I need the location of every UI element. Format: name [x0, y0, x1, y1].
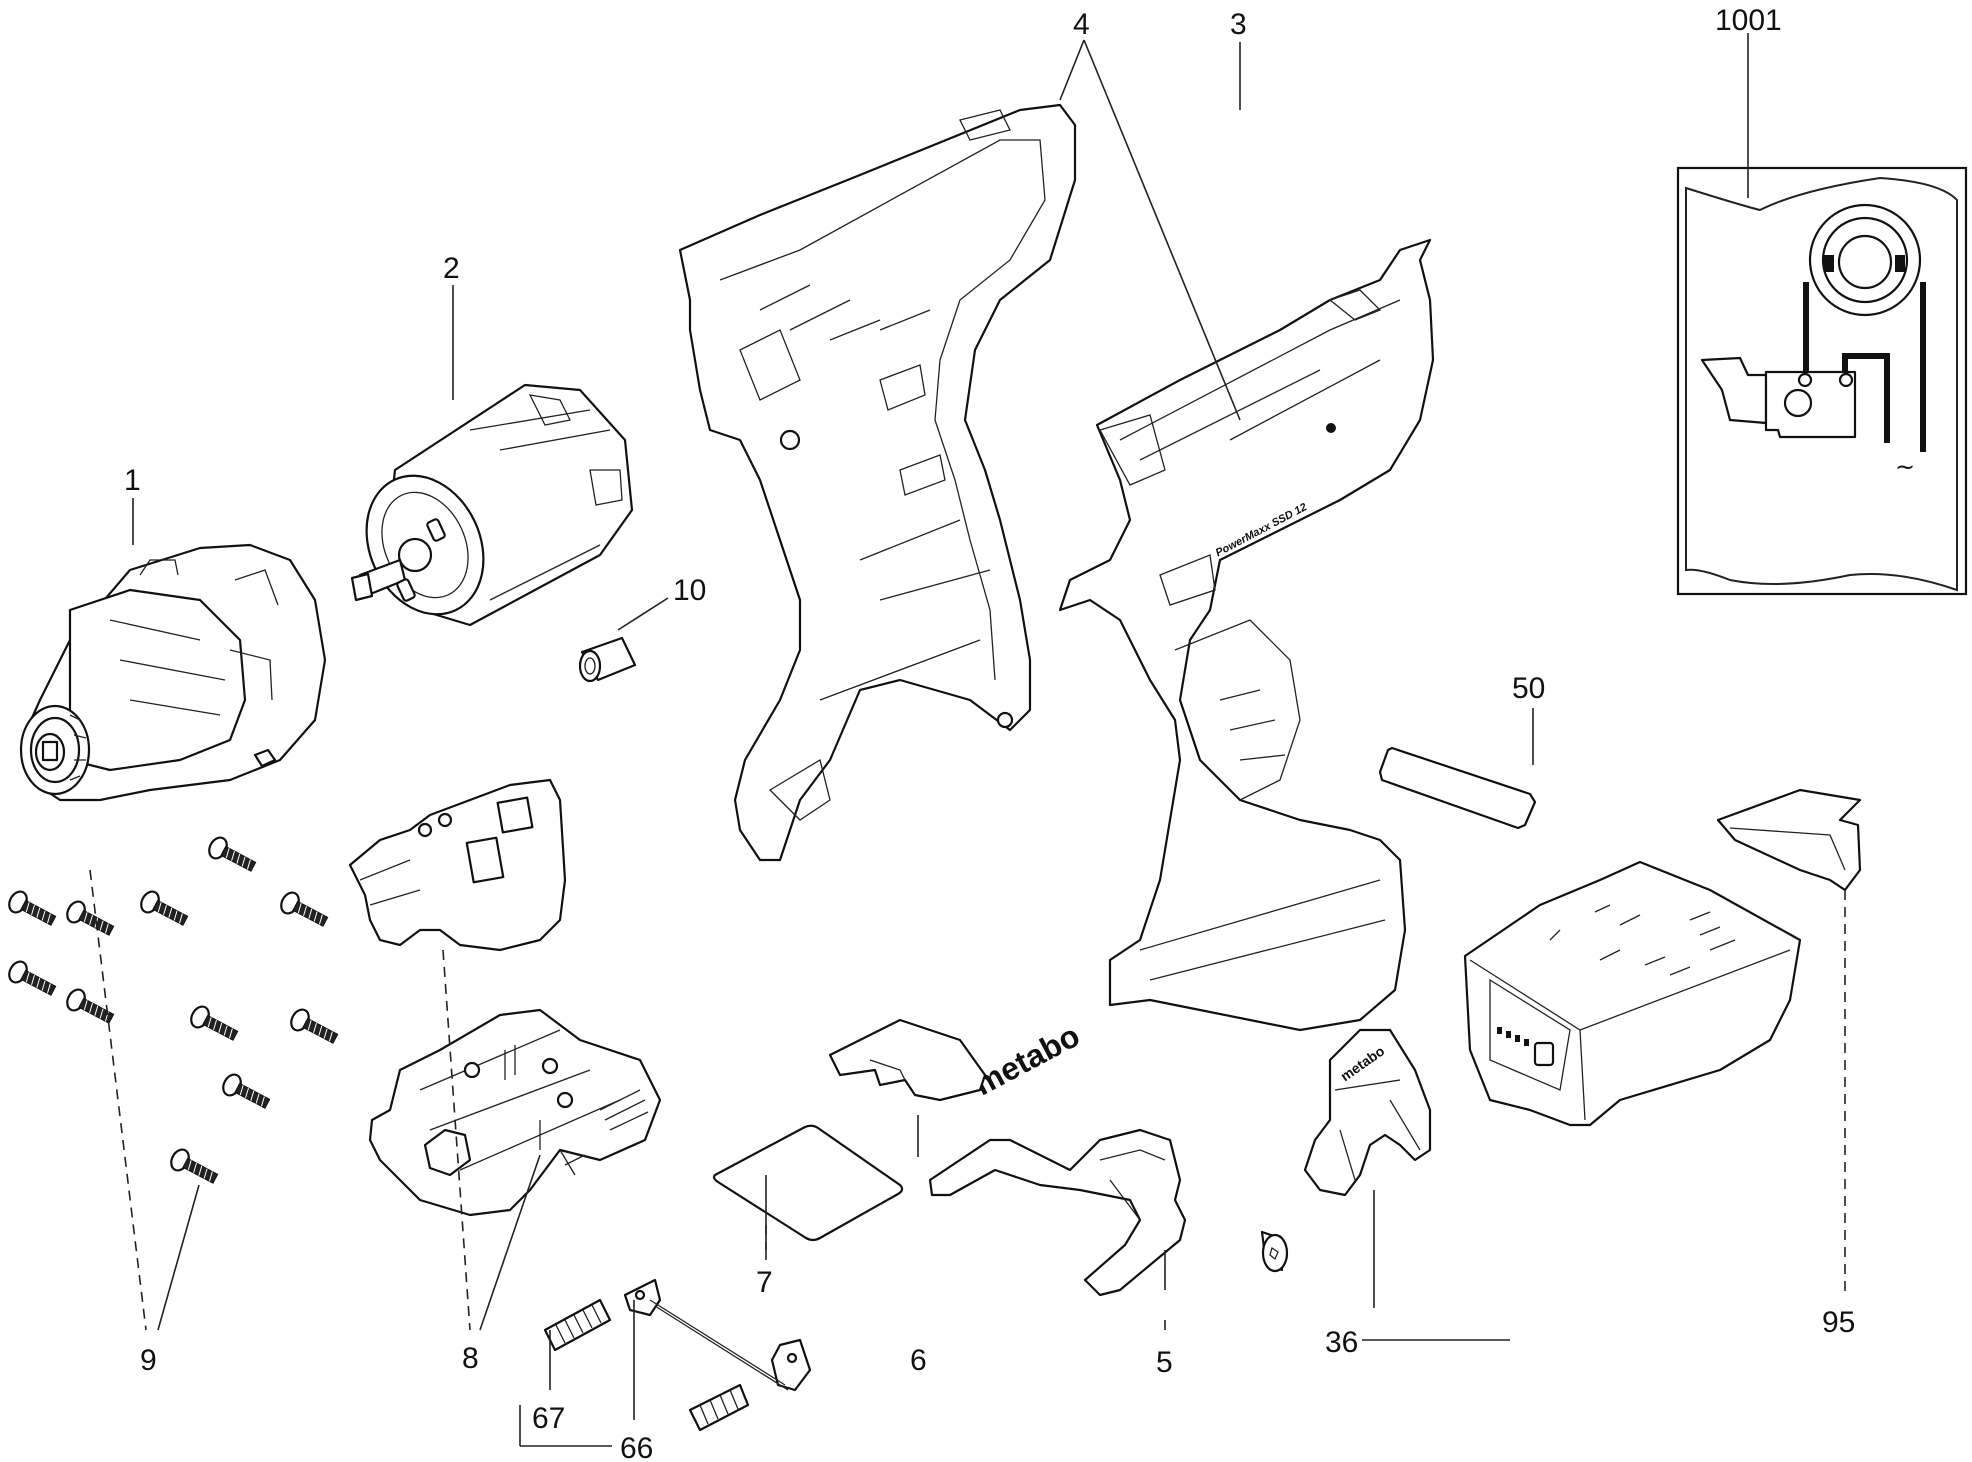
part-36-belt-hook[interactable]: metabo	[1303, 1028, 1432, 1197]
label-1: 1	[124, 464, 141, 497]
label-10: 10	[673, 574, 706, 607]
label-36: 36	[1325, 1326, 1358, 1359]
part-8-switch[interactable]	[348, 778, 567, 952]
screw-4[interactable]	[138, 889, 191, 931]
label-5: 5	[1156, 1346, 1173, 1379]
part-9-screws[interactable]	[6, 835, 341, 1189]
label-8: 8	[462, 1342, 479, 1375]
part-7-rating-plate[interactable]	[712, 1124, 904, 1242]
label-67: 67	[532, 1402, 565, 1435]
label-9: 9	[140, 1344, 157, 1377]
label-1001: 1001	[1715, 4, 1782, 37]
screw-6[interactable]	[6, 959, 59, 1001]
callout-labels: 1 2 3 4 5 6 7 8 9 10 36 50 66 67 95 1001	[124, 4, 1855, 1462]
screw-5[interactable]	[278, 890, 331, 932]
screw-8[interactable]	[188, 1004, 241, 1046]
part-4-housing-shell-left[interactable]	[678, 103, 1077, 862]
part-6-cover[interactable]	[828, 1018, 987, 1102]
label-66: 66	[620, 1432, 653, 1462]
battery-pack[interactable]	[1463, 860, 1802, 1127]
screw-3[interactable]	[64, 899, 117, 941]
screw-2[interactable]	[6, 889, 59, 931]
part-10-sleeve[interactable]	[578, 636, 637, 683]
part-2-motor[interactable]	[345, 383, 634, 633]
ac-symbol: ~	[1895, 453, 1915, 481]
label-50: 50	[1512, 672, 1545, 705]
screw-11[interactable]	[168, 1147, 221, 1189]
brand-marking: metabo	[968, 1017, 1085, 1102]
label-6: 6	[910, 1344, 927, 1377]
label-95: 95	[1822, 1306, 1855, 1339]
part-1001-wiring-diagram[interactable]: ~	[1676, 166, 1968, 596]
screw-10[interactable]	[220, 1072, 273, 1114]
screw-7[interactable]	[64, 987, 117, 1029]
part-8-contact-block[interactable]	[368, 1008, 662, 1217]
spring-second[interactable]	[688, 1383, 750, 1432]
part-5-belt-clip-bracket[interactable]	[928, 1128, 1187, 1297]
screw-9[interactable]	[288, 1007, 341, 1049]
part-67-spring[interactable]	[543, 1298, 612, 1352]
part-1-gear-housing[interactable]	[19, 543, 327, 802]
leader-lines	[89, 33, 1846, 1447]
label-2: 2	[443, 252, 460, 285]
label-4: 4	[1073, 8, 1090, 41]
countersunk-screw[interactable]	[1260, 1230, 1289, 1273]
label-7: 7	[756, 1266, 773, 1299]
label-3: 3	[1230, 8, 1247, 41]
part-50-label[interactable]	[1378, 746, 1537, 830]
part-4-housing-shell-right[interactable]: metabo PowerMaxx SSD 12	[968, 238, 1435, 1102]
part-95-battery-cover[interactable]	[1716, 788, 1862, 892]
screw-1[interactable]	[206, 835, 259, 877]
part-66-battery-latch[interactable]	[623, 1278, 812, 1392]
